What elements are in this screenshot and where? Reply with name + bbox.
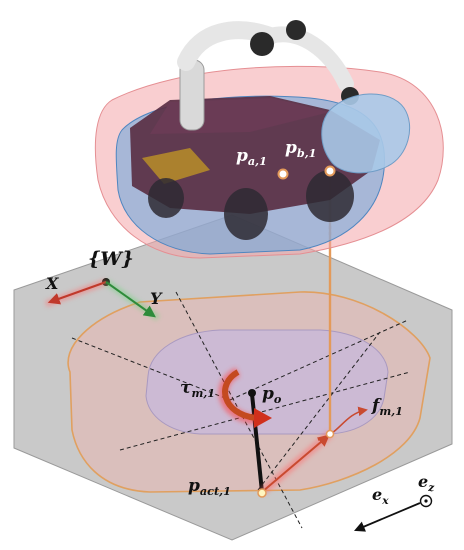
force-curve bbox=[317, 406, 368, 441]
p-a-base: p bbox=[236, 146, 248, 166]
tau-arrowhead bbox=[254, 408, 272, 428]
tau-arrow bbox=[222, 369, 257, 421]
e-z-base: e bbox=[418, 472, 429, 491]
point-p-b bbox=[324, 165, 336, 177]
f-label: fm,1 bbox=[372, 396, 403, 418]
x-axis-arrow bbox=[47, 281, 107, 305]
f-sub: m,1 bbox=[379, 403, 403, 418]
point-p-act bbox=[257, 488, 267, 498]
point-force-origin bbox=[325, 429, 335, 439]
p-act-base: p bbox=[188, 476, 200, 496]
p-a-label: pa,1 bbox=[236, 146, 267, 168]
p-o-base: p bbox=[262, 384, 274, 404]
e-z-sub: z bbox=[428, 481, 435, 494]
p-a-sub: a,1 bbox=[247, 153, 267, 168]
point-p-a bbox=[277, 168, 289, 180]
e-x-label: ex bbox=[372, 485, 388, 506]
p-act-label: pact,1 bbox=[188, 476, 231, 498]
tau-label: τm,1 bbox=[180, 378, 216, 400]
world-frame-label: {W} bbox=[88, 248, 134, 270]
e-x-sub: x bbox=[382, 494, 389, 507]
x-axis-label: X bbox=[46, 274, 59, 293]
point-p-o bbox=[248, 389, 256, 397]
p-b-label: pb,1 bbox=[285, 138, 317, 160]
gripper bbox=[321, 93, 411, 174]
y-axis-arrow bbox=[105, 281, 156, 318]
p-o-sub: o bbox=[273, 391, 282, 406]
force-arrow bbox=[261, 434, 330, 493]
f-base: f bbox=[372, 396, 380, 416]
p-o-label: po bbox=[262, 384, 282, 406]
robot-arm bbox=[177, 20, 359, 131]
p-act-sub: act,1 bbox=[199, 483, 231, 498]
robot-wheels bbox=[148, 170, 354, 240]
p-act-link bbox=[250, 393, 264, 493]
tau-sub: m,1 bbox=[191, 385, 216, 400]
e-z-label: ez bbox=[418, 472, 434, 493]
y-axis-label: Y bbox=[150, 289, 162, 308]
p-b-sub: b,1 bbox=[296, 145, 317, 160]
p-b-base: p bbox=[285, 138, 297, 158]
tau-base: τ bbox=[180, 378, 192, 398]
e-z-dot bbox=[424, 499, 428, 503]
e-x-arrow bbox=[354, 502, 421, 532]
e-x-base: e bbox=[372, 485, 383, 504]
robot-yellow-panel bbox=[142, 148, 210, 184]
